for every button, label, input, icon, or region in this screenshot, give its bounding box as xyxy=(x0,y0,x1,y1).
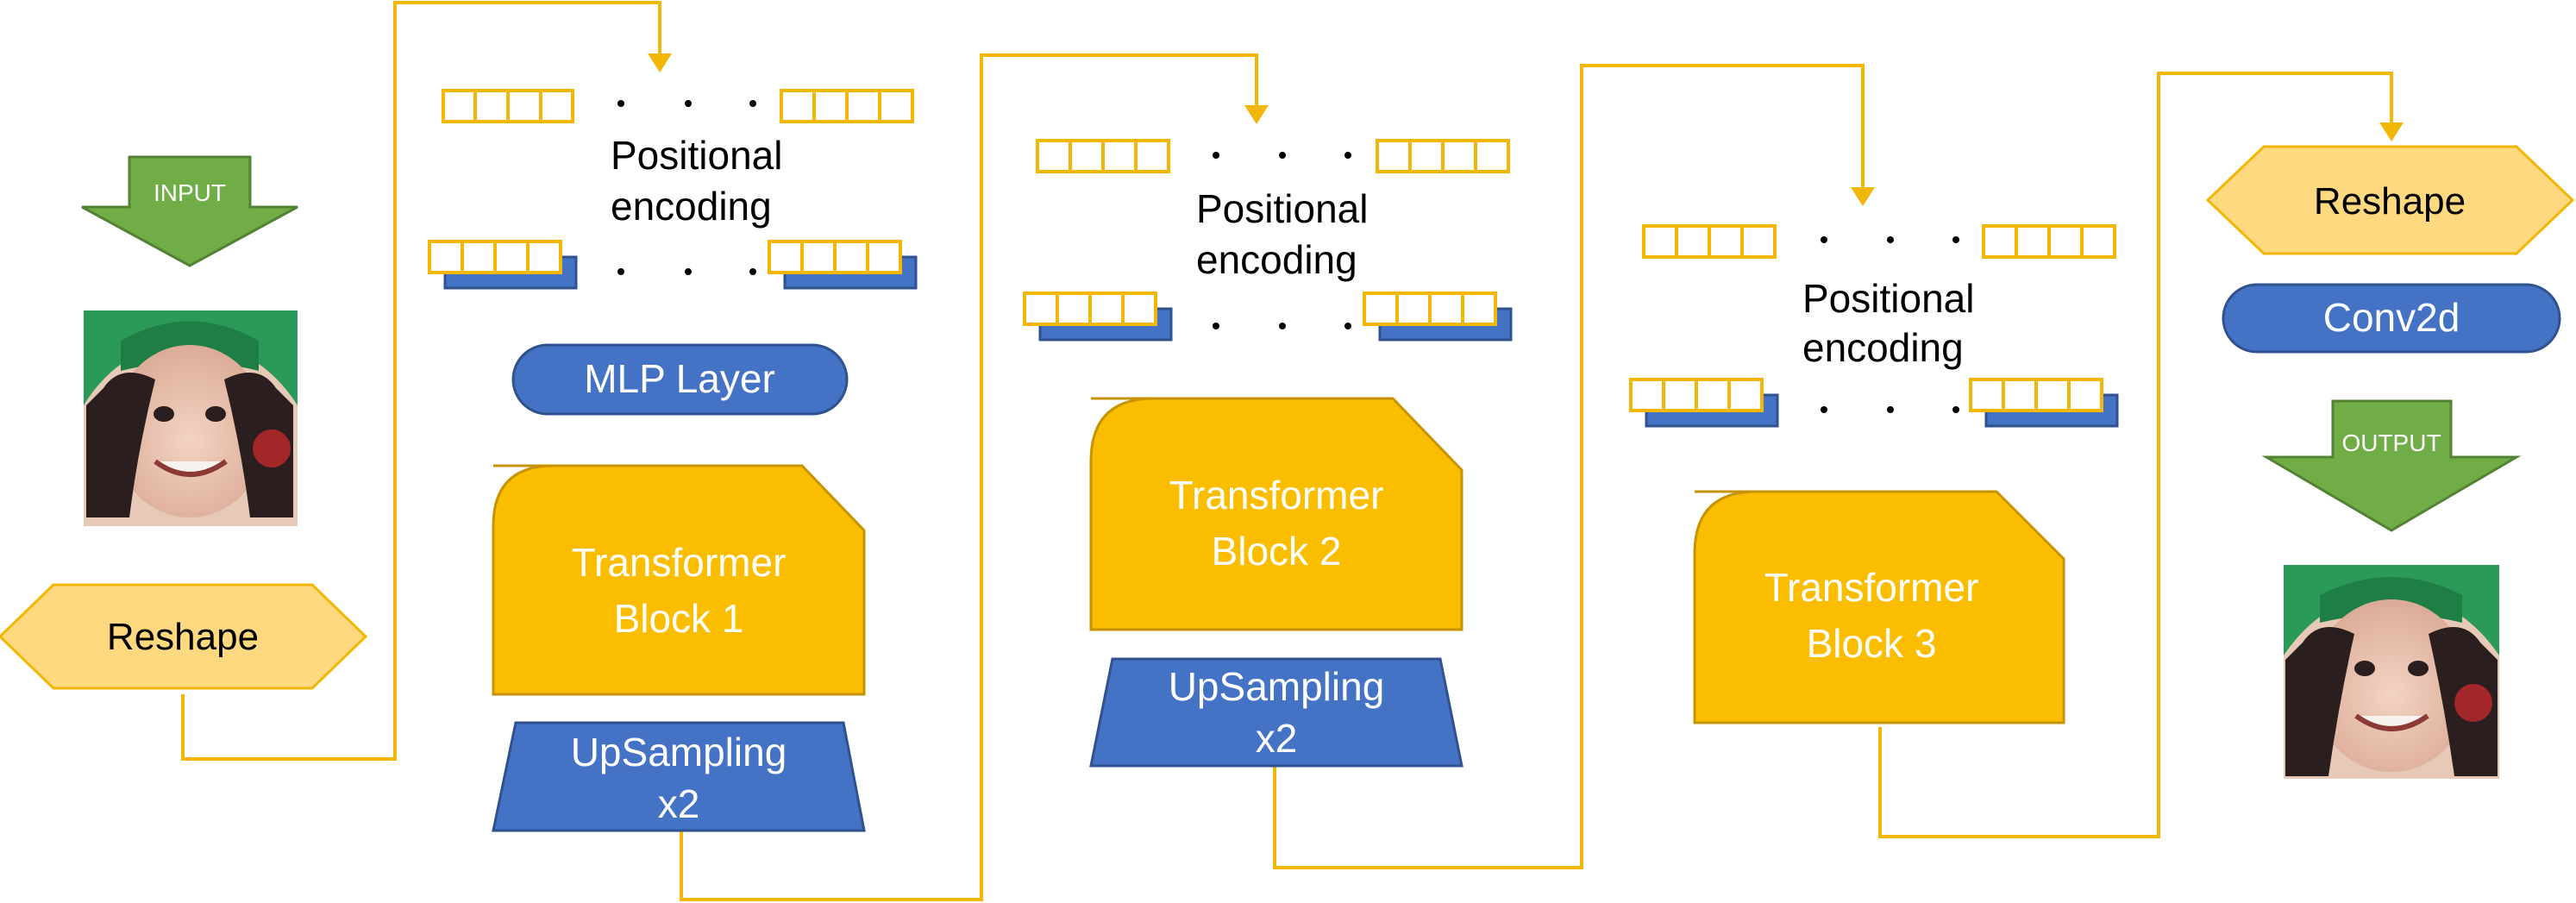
connector-input-to-stage1 xyxy=(181,1,661,761)
transformer-block-2-line1: Transformer xyxy=(1169,473,1384,517)
input-arrow-label: INPUT xyxy=(154,179,226,206)
output-image xyxy=(2284,565,2499,779)
transformer-block-3-line2: Block 3 xyxy=(1807,621,1937,666)
stage3-positional-line1: Positional xyxy=(1802,276,1974,321)
upsampling-1-line1: UpSampling xyxy=(571,730,787,774)
stacked-token-row xyxy=(428,240,918,290)
input-reshape: Reshape xyxy=(0,583,368,690)
token-row xyxy=(1642,224,2116,259)
stage1-positional-line2: encoding xyxy=(611,184,772,229)
input-arrow: INPUT xyxy=(81,155,298,267)
stage2: Positional encoding Transformer Block 2 … xyxy=(1023,139,1513,768)
upsampling-block-2: UpSampling x2 xyxy=(1089,657,1463,768)
transformer-block-1-line2: Block 1 xyxy=(614,596,744,641)
output-reshape: Reshape xyxy=(2205,145,2575,255)
transformer-block-3: Transformer Block 3 xyxy=(1693,490,2065,724)
connector-stage2-to-stage3 xyxy=(1273,64,1865,869)
input-image xyxy=(84,310,298,526)
output-arrow: OUTPUT xyxy=(2261,399,2522,532)
output-reshape-label: Reshape xyxy=(2314,180,2466,223)
conv2d-label: Conv2d xyxy=(2323,295,2460,340)
reshape-hexagon xyxy=(0,583,368,690)
mlp-layer-block: MLP Layer xyxy=(511,343,849,416)
stacked-token-row xyxy=(1023,292,1513,342)
transformer-block-2-line2: Block 2 xyxy=(1212,529,1342,574)
upsampling-block-1: UpSampling x2 xyxy=(492,721,866,832)
output-arrow-label: OUTPUT xyxy=(2341,430,2441,456)
transformer-block-2: Transformer Block 2 xyxy=(1089,397,1463,631)
transformer-block-1: Transformer Block 1 xyxy=(492,464,866,696)
connector-stage3-to-output xyxy=(1878,72,2393,838)
stage2-positional-line1: Positional xyxy=(1196,186,1368,231)
arrowhead-icon xyxy=(1244,105,1269,124)
arrowhead-icon xyxy=(1851,187,1875,206)
connector-lines xyxy=(181,1,2393,901)
connector-arrowheads xyxy=(648,53,2404,206)
transformer-block-3-line1: Transformer xyxy=(1764,565,1979,610)
stage1-positional-line1: Positional xyxy=(611,133,782,178)
connector-stage1-to-stage2 xyxy=(680,53,1258,901)
stage2-positional-line2: encoding xyxy=(1196,237,1357,282)
reshape-hexagon xyxy=(2205,145,2575,255)
conv2d-block: Conv2d xyxy=(2222,283,2561,354)
down-arrow-icon xyxy=(81,155,298,267)
upsampling-2-line2: x2 xyxy=(1256,716,1298,761)
arrowhead-icon xyxy=(648,53,672,72)
mlp-layer-label: MLP Layer xyxy=(584,356,775,401)
stage3-positional-line2: encoding xyxy=(1802,325,1964,370)
arrowhead-icon xyxy=(2379,122,2404,141)
stage1: Positional encoding MLP Layer Transforme… xyxy=(428,89,918,832)
token-row xyxy=(442,89,914,123)
stacked-token-row xyxy=(1629,378,2119,428)
stage3: Positional encoding Transformer Block 3 xyxy=(1629,224,2119,724)
upsampling-2-line1: UpSampling xyxy=(1169,664,1385,709)
transformer-block-1-line1: Transformer xyxy=(572,540,787,585)
input-reshape-label: Reshape xyxy=(107,616,259,658)
down-arrow-icon xyxy=(2261,399,2522,532)
upsampling-1-line2: x2 xyxy=(658,781,700,826)
token-row xyxy=(1036,139,1510,173)
